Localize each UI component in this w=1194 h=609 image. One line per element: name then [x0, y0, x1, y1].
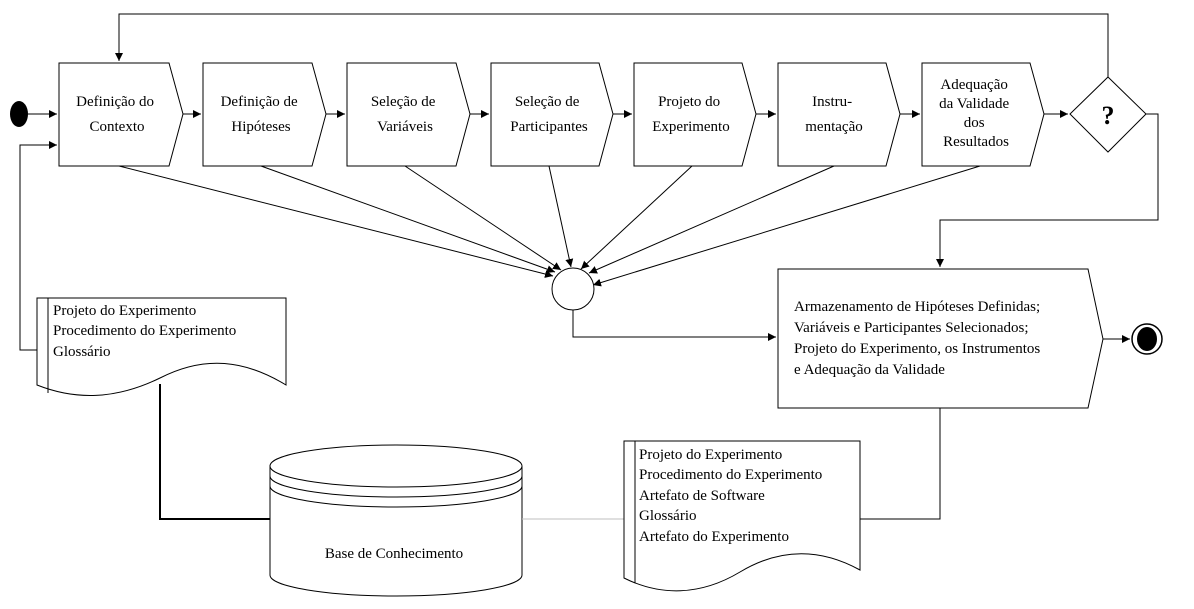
- svg-text:Projeto do Experimento P: Projeto do Experimento Procedimento do E…: [53, 303, 240, 360]
- step-label-line: Experimento: [652, 119, 729, 135]
- merge-arrow: [404, 165, 562, 271]
- svg-text:Seleção de Variáveis: Seleção de Variáveis: [371, 94, 439, 135]
- step-label-line: Variáveis: [377, 119, 433, 135]
- svg-text:Armazenamento de Hipóteses Def: Armazenamento de Hipóteses Definidas; Va…: [794, 299, 1044, 378]
- storage-step: Armazenamento de Hipóteses Definidas; Va…: [777, 268, 1104, 409]
- step-definicao-contexto: Definição do Contexto: [58, 62, 184, 167]
- decision-to-storage-connector: [936, 113, 1159, 267]
- step-label-line: dos: [964, 115, 985, 131]
- storage-line: Projeto do Experimento, os Instrumentos: [794, 341, 1040, 357]
- output-document-line: Artefato do Experimento: [639, 529, 789, 545]
- svg-text:Adequação da Validade: Adequação da Validade dos Resultados: [939, 77, 1013, 150]
- step-definicao-hipoteses: Definição de Hipóteses: [202, 62, 327, 167]
- input-document-line: Glossário: [53, 344, 111, 360]
- merge-arrow: [592, 165, 981, 287]
- step-selecao-participantes: Seleção de Participantes: [490, 62, 614, 167]
- output-document-line: Procedimento do Experimento: [639, 467, 822, 483]
- storage-line: Variáveis e Participantes Selecionados;: [794, 320, 1029, 336]
- step-label-line: da Validade: [939, 96, 1009, 112]
- step-label-line: Definição de: [221, 94, 298, 110]
- step-label-line: Contexto: [90, 119, 145, 135]
- end-node: [1131, 323, 1163, 355]
- start-node: [10, 101, 28, 127]
- step-label-line: Projeto do: [658, 94, 720, 110]
- step-label-line: Adequação: [940, 77, 1007, 93]
- step-label-line: Participantes: [510, 119, 588, 135]
- merge-arrow: [260, 165, 556, 274]
- merge-arrow: [588, 165, 835, 274]
- storage-line: e Adequação da Validade: [794, 362, 945, 378]
- knowledge-base: Base de Conhecimento: [269, 444, 523, 597]
- merge-arrow: [118, 165, 554, 278]
- step-label-line: Seleção de: [371, 94, 436, 110]
- input-document: Projeto do Experimento Procedimento do E…: [36, 297, 287, 396]
- loop-back-connector: [115, 13, 1109, 77]
- decision-label: ?: [1102, 101, 1115, 130]
- svg-text:Seleção de Participantes: Seleção de Participantes: [510, 94, 588, 135]
- document-to-knowledge-base-link: [159, 384, 270, 520]
- step-label-line: Definição do: [76, 94, 154, 110]
- knowledge-base-label: Base de Conhecimento: [325, 546, 463, 562]
- merge-arrow: [548, 165, 574, 268]
- step-instrumentacao: Instru- mentação: [777, 62, 901, 167]
- svg-text:Instru- mentação: Instru- mentação: [805, 94, 862, 135]
- storage-line: Armazenamento de Hipóteses Definidas;: [794, 299, 1040, 315]
- output-document-line: Glossário: [639, 508, 697, 524]
- output-document: Projeto do Experimento Procedimento do E…: [623, 440, 861, 592]
- step-label-line: Hipóteses: [231, 119, 290, 135]
- step-label-line: Resultados: [943, 134, 1009, 150]
- merge-to-storage-connector: [572, 310, 776, 341]
- step-label-line: Seleção de: [515, 94, 580, 110]
- step-label-line: Instru-: [812, 94, 852, 110]
- output-document-line: Artefato de Software: [639, 488, 765, 504]
- merge-node: [551, 267, 595, 311]
- input-document-line: Procedimento do Experimento: [53, 323, 236, 339]
- decision-node: ?: [1069, 76, 1147, 153]
- step-projeto-experimento: Projeto do Experimento: [633, 62, 757, 167]
- document-to-storage-link: [860, 408, 941, 520]
- svg-text:Projeto do Experimento P: Projeto do Experimento Procedimento do E…: [639, 447, 826, 545]
- svg-text:Definição do Contexto: Definição do Contexto: [76, 94, 158, 135]
- output-document-line: Projeto do Experimento: [639, 447, 782, 463]
- step-adequacao-validade: Adequação da Validade dos Resultados: [921, 62, 1045, 167]
- document-to-first-step-connector: [19, 141, 57, 351]
- step-selecao-variaveis: Seleção de Variáveis: [346, 62, 471, 167]
- svg-text:Definição de Hipóteses: Definição de Hipóteses: [221, 94, 302, 135]
- step-label-line: mentação: [805, 119, 862, 135]
- svg-text:Projeto do Experimento: Projeto do Experimento: [652, 94, 729, 135]
- input-document-line: Projeto do Experimento: [53, 303, 196, 319]
- merge-arrow: [580, 165, 693, 270]
